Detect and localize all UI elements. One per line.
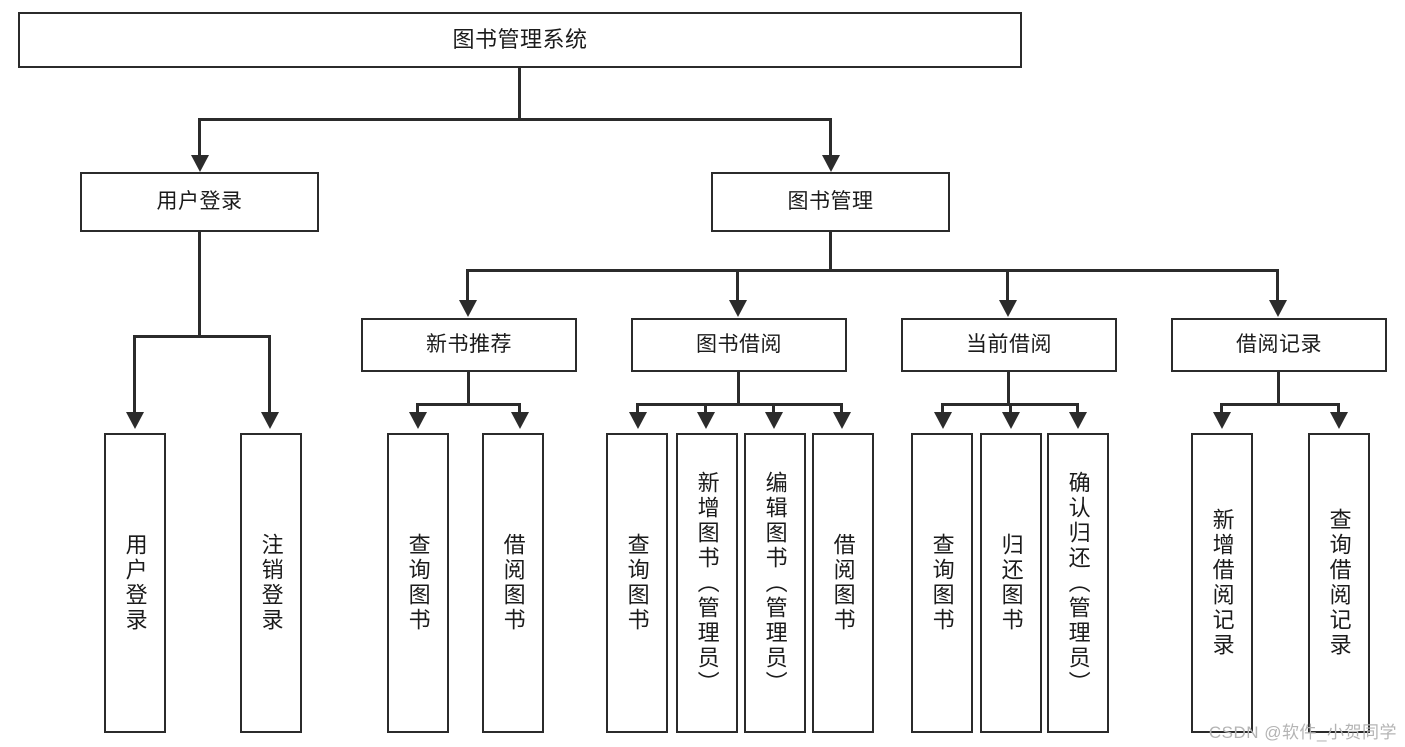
connector-user-login-to-leaf2 [268,335,271,415]
node-leaf-query-book-3[interactable]: 查询图书 [911,433,973,733]
arrow-cb-to-l2 [1002,412,1020,429]
node-root[interactable]: 图书管理系统 [18,12,1022,68]
connector-bm-to-c4 [1276,269,1279,303]
node-leaf-user-login[interactable]: 用户登录 [104,433,166,733]
connector-root-bar [198,118,832,121]
node-leaf-borrow-book-1[interactable]: 借阅图书 [482,433,544,733]
node-current-borrow-label: 当前借阅 [966,332,1052,356]
node-leaf-query-book-1-label: 查询图书 [405,533,431,633]
connector-cb-to-l2 [1009,403,1012,417]
connector-cb-trunk [1007,372,1010,406]
connector-nbr-to-l1 [416,403,419,417]
arrow-bb-to-l4 [833,412,851,429]
connector-bb-to-l2 [704,403,707,417]
arrow-bm-to-c3 [999,300,1017,317]
arrow-root-to-user-login [191,155,209,172]
arrow-user-login-to-leaf1 [126,412,144,429]
connector-br-to-l1 [1220,403,1223,417]
arrow-bm-to-c2 [729,300,747,317]
arrow-bb-to-l1 [629,412,647,429]
node-book-management-label: 图书管理 [787,189,874,213]
node-leaf-logout-label: 注销登录 [258,533,284,633]
node-current-borrow[interactable]: 当前借阅 [901,318,1117,372]
connector-bb-bar [636,403,843,406]
node-leaf-return-book-label: 归还图书 [998,533,1024,633]
arrow-nbr-to-l1 [409,412,427,429]
connector-bb-to-l3 [772,403,775,417]
node-book-borrow-label: 图书借阅 [696,332,782,356]
connector-root-to-user-login [198,118,201,158]
node-leaf-add-record-label: 新增借阅记录 [1209,508,1235,658]
connector-user-login-trunk [198,232,201,338]
arrow-br-to-l2 [1330,412,1348,429]
node-leaf-query-record[interactable]: 查询借阅记录 [1308,433,1370,733]
node-book-borrow[interactable]: 图书借阅 [631,318,847,372]
arrow-bb-to-l2 [697,412,715,429]
node-new-book-recommend-label: 新书推荐 [426,332,512,356]
node-leaf-confirm-return[interactable]: 确认归还（管理员） [1047,433,1109,733]
node-leaf-edit-book[interactable]: 编辑图书（管理员） [744,433,806,733]
connector-user-login-to-leaf1 [133,335,136,415]
node-leaf-query-record-label: 查询借阅记录 [1326,508,1352,658]
node-leaf-query-book-2-label: 查询图书 [624,533,650,633]
node-leaf-user-login-label: 用户登录 [122,533,148,633]
node-borrow-record[interactable]: 借阅记录 [1171,318,1387,372]
connector-root-trunk [518,68,521,120]
connector-br-to-l2 [1337,403,1340,417]
connector-nbr-to-l2 [518,403,521,417]
node-leaf-query-book-3-label: 查询图书 [929,533,955,633]
connector-br-trunk [1277,372,1280,406]
node-leaf-borrow-book-2-label: 借阅图书 [830,533,856,633]
node-leaf-confirm-return-label: 确认归还（管理员） [1065,470,1091,696]
arrow-user-login-to-leaf2 [261,412,279,429]
connector-user-login-bar [133,335,271,338]
connector-bm-to-c3 [1006,269,1009,303]
node-root-label: 图书管理系统 [452,27,588,53]
node-leaf-return-book[interactable]: 归还图书 [980,433,1042,733]
arrow-bb-to-l3 [765,412,783,429]
connector-bm-to-c1 [466,269,469,303]
node-leaf-query-book-1[interactable]: 查询图书 [387,433,449,733]
connector-book-management-trunk [829,232,832,272]
connector-bb-to-l4 [840,403,843,417]
node-leaf-add-record[interactable]: 新增借阅记录 [1191,433,1253,733]
node-borrow-record-label: 借阅记录 [1236,332,1322,356]
node-new-book-recommend[interactable]: 新书推荐 [361,318,577,372]
connector-root-to-book-management [829,118,832,158]
arrow-nbr-to-l2 [511,412,529,429]
node-leaf-add-book[interactable]: 新增图书（管理员） [676,433,738,733]
connector-nbr-bar [416,403,521,406]
arrow-cb-to-l3 [1069,412,1087,429]
node-user-login-label: 用户登录 [156,189,243,213]
arrow-root-to-book-management [822,155,840,172]
connector-cb-to-l1 [941,403,944,417]
connector-bb-trunk [737,372,740,406]
connector-br-bar [1220,403,1340,406]
node-leaf-add-book-label: 新增图书（管理员） [694,470,720,696]
connector-bb-to-l1 [636,403,639,417]
node-user-login[interactable]: 用户登录 [80,172,319,232]
arrow-bm-to-c4 [1269,300,1287,317]
arrow-br-to-l1 [1213,412,1231,429]
connector-nbr-trunk [467,372,470,406]
connector-bm-to-c2 [736,269,739,303]
arrow-bm-to-c1 [459,300,477,317]
node-leaf-query-book-2[interactable]: 查询图书 [606,433,668,733]
node-leaf-borrow-book-1-label: 借阅图书 [500,533,526,633]
arrow-cb-to-l1 [934,412,952,429]
node-leaf-edit-book-label: 编辑图书（管理员） [762,470,788,696]
node-leaf-borrow-book-2[interactable]: 借阅图书 [812,433,874,733]
connector-cb-to-l3 [1076,403,1079,417]
connector-book-management-bar [466,269,1279,272]
node-book-management[interactable]: 图书管理 [711,172,950,232]
node-leaf-logout[interactable]: 注销登录 [240,433,302,733]
